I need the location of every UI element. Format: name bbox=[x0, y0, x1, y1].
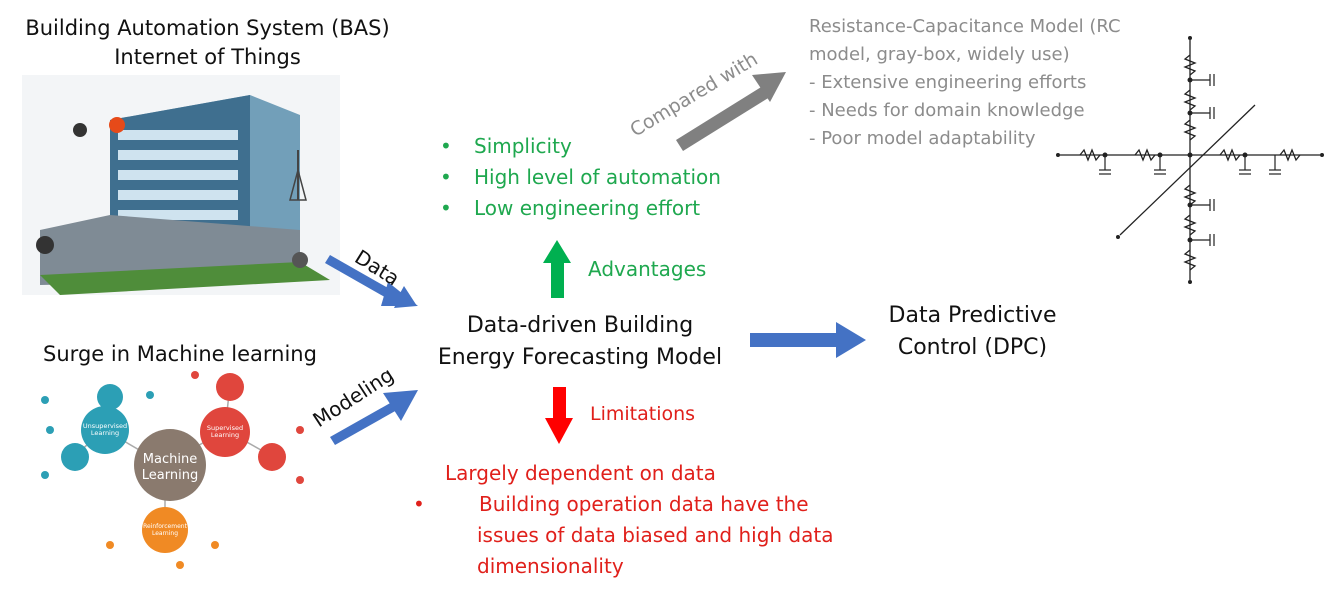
ml-cluster-unsupervised: Unsupervised Learning bbox=[82, 422, 128, 437]
main-model-title: Data-driven Building Energy Forecasting … bbox=[420, 310, 740, 374]
rc-model-item: - Poor model adaptability bbox=[809, 128, 1036, 149]
dpc-line2: Control (DPC) bbox=[897, 335, 1048, 360]
bas-building-illustration bbox=[22, 75, 340, 295]
main-model-line1: Data-driven Building bbox=[466, 313, 694, 338]
dpc-arrow bbox=[750, 322, 866, 358]
rc-model-text: Resistance-Capacitance Model (RC model, … bbox=[809, 13, 1149, 153]
ml-mindmap-illustration bbox=[41, 371, 304, 569]
advantage-item: High level of automation bbox=[440, 162, 721, 193]
limitations-list: Building operation data have the issues … bbox=[445, 489, 865, 582]
ml-cluster-supervised: Supervised Learning bbox=[206, 424, 244, 439]
bas-title: Building Automation System (BAS) Interne… bbox=[0, 14, 415, 72]
main-model-line2: Energy Forecasting Model bbox=[437, 345, 723, 370]
ml-center-label-line2: Learning bbox=[141, 468, 199, 483]
advantages-list: Simplicity High level of automation Low … bbox=[440, 131, 721, 224]
rc-model-line2: model, gray-box, widely use) bbox=[809, 44, 1070, 65]
ml-cluster-reinforcement: Reinforcement Learning bbox=[143, 523, 187, 537]
ml-center-label: Machine Learning bbox=[134, 452, 206, 484]
bas-title-line2: Internet of Things bbox=[114, 45, 301, 69]
limitation-item: Building operation data have the issues … bbox=[445, 489, 865, 582]
advantages-arrow bbox=[543, 240, 571, 298]
rc-model-line1: Resistance-Capacitance Model (RC bbox=[809, 16, 1121, 37]
advantage-item: Simplicity bbox=[440, 131, 721, 162]
advantages-label: Advantages bbox=[588, 257, 707, 281]
limitations-arrow bbox=[545, 387, 573, 444]
limitations-heading: Largely dependent on data bbox=[445, 461, 716, 485]
advantage-item: Low engineering effort bbox=[440, 193, 721, 224]
bas-title-line1: Building Automation System (BAS) bbox=[25, 16, 390, 40]
dpc-title: Data Predictive Control (DPC) bbox=[860, 300, 1085, 364]
rc-model-item: - Extensive engineering efforts bbox=[809, 72, 1087, 93]
rc-circuit-illustration bbox=[1056, 36, 1324, 284]
modeling-arrow bbox=[330, 402, 397, 445]
limitations-label: Limitations bbox=[590, 403, 696, 425]
rc-model-item: - Needs for domain knowledge bbox=[809, 100, 1085, 121]
dpc-line1: Data Predictive bbox=[888, 303, 1057, 328]
ml-center-label-line1: Machine bbox=[142, 452, 198, 467]
ml-title: Surge in Machine learning bbox=[43, 342, 317, 366]
